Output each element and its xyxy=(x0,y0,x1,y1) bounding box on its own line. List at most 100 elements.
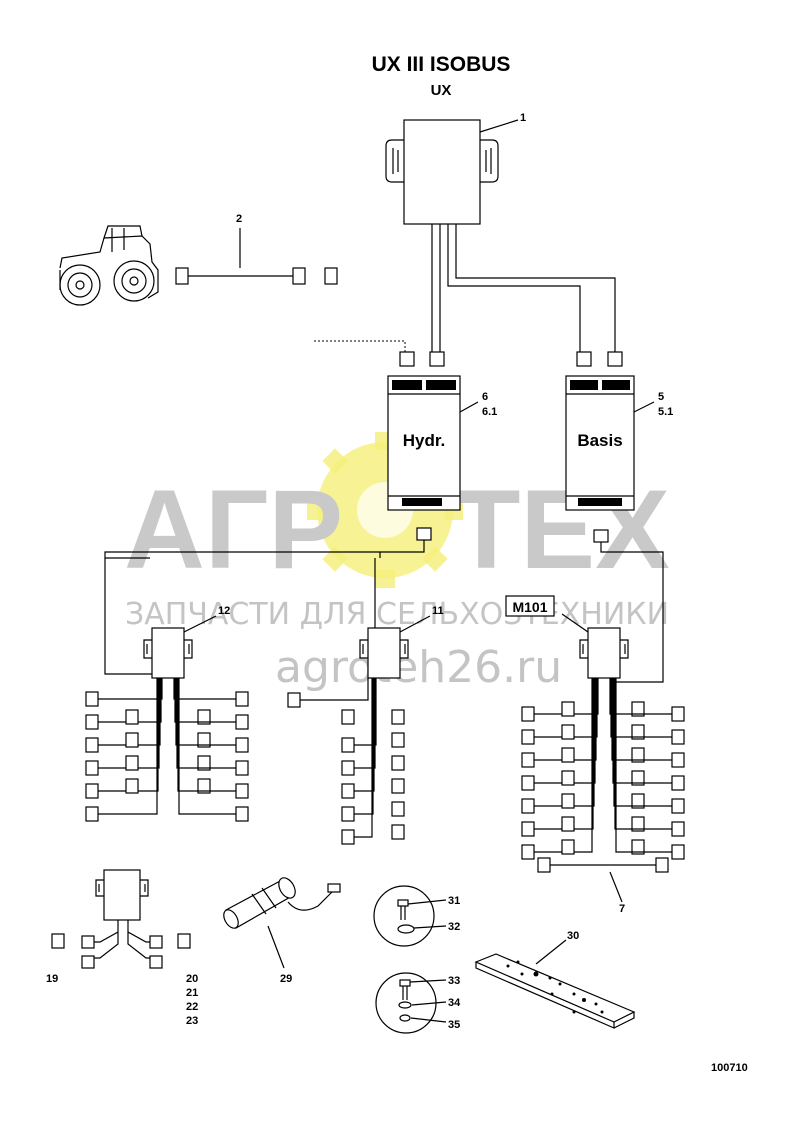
connector xyxy=(671,775,685,791)
diagram-title: UX III ISOBUS xyxy=(372,53,511,76)
callout-34: 34 xyxy=(448,997,461,1009)
drawing-number: 100710 xyxy=(711,1062,748,1074)
connector xyxy=(561,747,575,763)
callout-32: 32 xyxy=(448,921,460,933)
callout-19: 19 xyxy=(46,973,58,985)
ux-control-unit xyxy=(385,119,519,225)
connector xyxy=(197,778,211,794)
connector xyxy=(671,821,685,837)
connector xyxy=(85,760,99,776)
harness-wire xyxy=(534,678,596,784)
callout-23: 23 xyxy=(186,1015,198,1027)
connector xyxy=(391,801,405,817)
connector xyxy=(631,816,645,832)
connector xyxy=(521,706,535,722)
connector xyxy=(521,775,535,791)
harness-wire xyxy=(615,678,672,853)
callout-30: 30 xyxy=(567,930,579,942)
connector xyxy=(341,783,355,799)
mounting-plate xyxy=(474,939,636,1029)
connector xyxy=(671,844,685,860)
hydr-module xyxy=(387,375,461,511)
connector xyxy=(85,783,99,799)
connector xyxy=(341,829,355,845)
callout-35: 35 xyxy=(448,1019,460,1031)
connector xyxy=(235,714,249,730)
bolt-washer-nut-set-33-35 xyxy=(375,972,447,1034)
connector xyxy=(631,701,645,717)
connector xyxy=(631,770,645,786)
callout-22: 22 xyxy=(186,1001,198,1013)
harness-wire xyxy=(300,678,369,701)
connector xyxy=(391,824,405,840)
connector xyxy=(521,752,535,768)
connector xyxy=(391,755,405,771)
connector xyxy=(631,839,645,855)
harness-wire xyxy=(178,678,236,815)
callout-1: 1 xyxy=(520,112,526,124)
connector xyxy=(671,729,685,745)
callout-12: 12 xyxy=(218,605,230,617)
sub-module-m101 xyxy=(561,613,629,679)
connector xyxy=(341,806,355,822)
harness-wire xyxy=(534,678,599,715)
connector xyxy=(235,806,249,822)
harness-wire xyxy=(534,678,594,830)
tractor-icon xyxy=(59,225,159,306)
connector xyxy=(391,778,405,794)
wiring-harnesses xyxy=(85,678,685,860)
callout-29: 29 xyxy=(280,973,292,985)
callout-7: 7 xyxy=(619,903,625,915)
bolt-nut-set-31-32 xyxy=(373,885,447,947)
harness-wire xyxy=(613,678,672,807)
connector xyxy=(631,793,645,809)
connector xyxy=(561,724,575,740)
harness-wire xyxy=(534,678,597,761)
harness-wire xyxy=(354,678,377,746)
connector xyxy=(561,816,575,832)
harness-wire xyxy=(175,678,236,746)
harness-wire xyxy=(98,678,162,723)
connector xyxy=(235,737,249,753)
watermark-url: agroteh26.ru xyxy=(275,642,562,693)
connector xyxy=(561,770,575,786)
harness-wire xyxy=(354,678,374,815)
harness-wire xyxy=(534,678,595,807)
m101-label: M101 xyxy=(512,599,547,615)
connector xyxy=(521,798,535,814)
connector xyxy=(341,760,355,776)
callout-5: 5 xyxy=(658,391,664,403)
harness-wire xyxy=(534,678,593,853)
connector xyxy=(125,778,139,794)
harness-wire xyxy=(98,678,161,746)
connector xyxy=(521,729,535,745)
harness-wire xyxy=(612,678,672,784)
sub-module-12 xyxy=(143,615,217,679)
harness-wire xyxy=(354,678,373,838)
connector xyxy=(85,737,99,753)
connector xyxy=(671,798,685,814)
callout-31: 31 xyxy=(448,895,460,907)
harness-wire xyxy=(610,678,672,738)
callout-6-1: 6.1 xyxy=(482,406,497,418)
diagram-subtitle: UX xyxy=(431,82,452,99)
connector xyxy=(85,691,99,707)
connector xyxy=(235,783,249,799)
connector xyxy=(561,839,575,855)
connector xyxy=(391,732,405,748)
hydr-module-label: Hydr. xyxy=(403,431,446,450)
connector xyxy=(561,701,575,717)
connector xyxy=(125,732,139,748)
watermark-tagline: ЗАПЧАСТИ ДЛЯ СЕЛЬХОЗТЕХНИКИ xyxy=(125,597,669,632)
connector xyxy=(521,821,535,837)
connector xyxy=(85,806,99,822)
harness-wire xyxy=(609,678,672,715)
harness-wire xyxy=(98,678,159,792)
connector xyxy=(197,755,211,771)
sensor-part xyxy=(223,877,341,969)
harness-wire xyxy=(98,678,160,769)
connector xyxy=(341,737,355,753)
connector xyxy=(85,714,99,730)
sub-module-11 xyxy=(359,615,431,679)
